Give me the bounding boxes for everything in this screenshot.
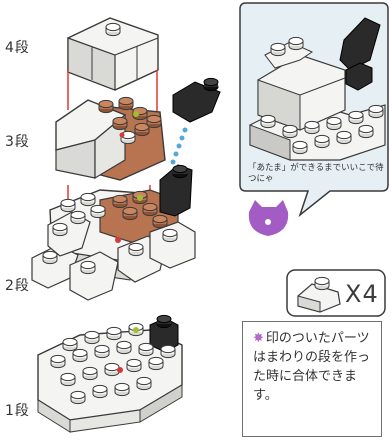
- step-2-label: 2段: [5, 278, 30, 294]
- step-3-model: [55, 96, 166, 181]
- note-text: ✸印のついたパーツはまわりの段を作った時に合体できます。: [253, 329, 374, 405]
- part-callout: [286, 269, 386, 317]
- step-4-model: [67, 17, 159, 91]
- step-4-label: 4段: [5, 40, 30, 56]
- step-1-label: 1段: [5, 403, 30, 419]
- cat-face-icon: [248, 200, 289, 236]
- purple-star-icon: ✸: [253, 331, 264, 346]
- blue-dots: [170, 127, 188, 165]
- step-2-model: [31, 164, 196, 301]
- part-quantity: X4: [345, 280, 379, 308]
- cat-head-model: [249, 17, 386, 161]
- speech-bubble-text: 「あたま」ができるまでいいこで待つにゃ: [248, 163, 384, 184]
- step-3-label: 3段: [5, 134, 30, 150]
- step-1-model: [37, 314, 183, 433]
- black-slope-part: [172, 77, 221, 123]
- note-box: ✸印のついたパーツはまわりの段を作った時に合体できます。: [242, 321, 382, 437]
- note-body: 印のついたパーツはまわりの段を作った時に合体できます。: [253, 331, 371, 403]
